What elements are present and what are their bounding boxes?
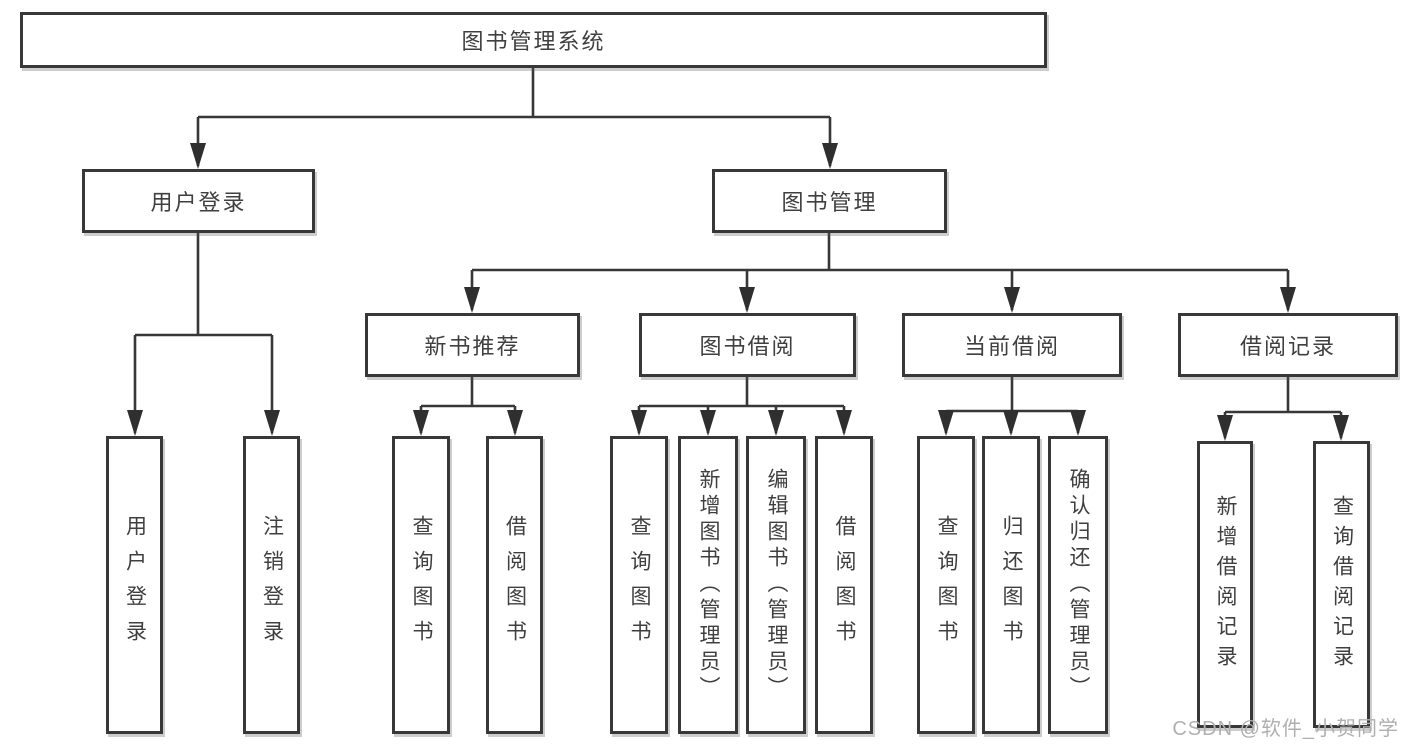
node-borrowing-records: 借阅记录 <box>1178 313 1398 377</box>
connector-root-to-level2 <box>190 68 838 169</box>
node-root-library-system: 图书管理系统 <box>20 12 1047 68</box>
node-book-management: 图书管理 <box>712 169 947 233</box>
node-leaf-query-books-recommend: 查询图书 <box>392 436 450 734</box>
connector-newbook-children <box>413 377 523 436</box>
node-leaf-logout: 注销登录 <box>243 436 300 734</box>
node-leaf-query-books-current: 查询图书 <box>917 436 975 734</box>
node-leaf-confirm-return-admin: 确认归还（管理员） <box>1048 436 1108 734</box>
node-leaf-add-books-admin: 新增图书（管理员） <box>678 436 738 734</box>
node-leaf-return-books: 归还图书 <box>982 436 1040 734</box>
node-leaf-query-books-borrow: 查询图书 <box>610 436 668 734</box>
node-leaf-query-borrow-record: 查询借阅记录 <box>1313 441 1370 728</box>
connector-userlogin-children <box>127 233 280 436</box>
node-leaf-borrow-books-recommend: 借阅图书 <box>486 436 543 734</box>
csdn-watermark: CSDN @软件_小贺同学 <box>1172 718 1399 740</box>
node-book-borrowing: 图书借阅 <box>639 313 856 377</box>
node-leaf-borrow-books: 借阅图书 <box>815 436 873 734</box>
connector-currentborrow-children <box>938 377 1086 436</box>
node-leaf-edit-books-admin: 编辑图书（管理员） <box>746 436 806 734</box>
node-current-borrowing: 当前借阅 <box>902 313 1122 377</box>
node-new-book-recommend: 新书推荐 <box>365 313 580 377</box>
node-leaf-user-login: 用户登录 <box>106 436 163 734</box>
connector-bookmgmt-children <box>464 233 1296 313</box>
connector-borrowrecord-children <box>1217 377 1349 441</box>
node-user-login: 用户登录 <box>82 169 315 233</box>
connector-bookborrow-children <box>631 377 852 436</box>
node-leaf-add-borrow-record: 新增借阅记录 <box>1197 441 1253 728</box>
